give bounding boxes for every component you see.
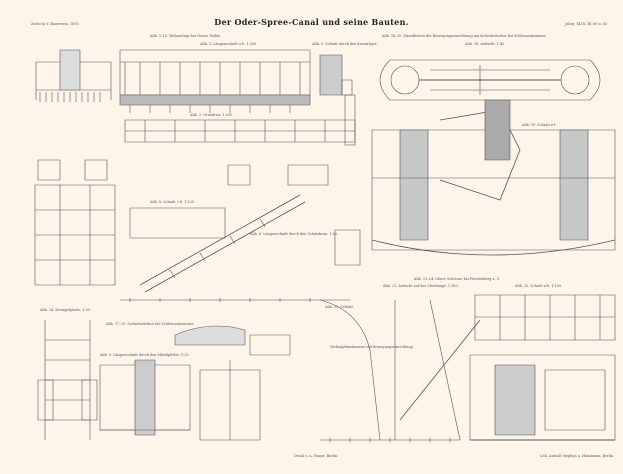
lock-plan-drawing xyxy=(470,295,615,440)
journal-reference: Zeitschr. f. Bauwesen. 1893 xyxy=(31,22,79,26)
caption-lock-plan: Abb. 21. Aufsicht auf das Oberhaupt. 1:1… xyxy=(383,284,459,288)
crane-girder-section-drawing xyxy=(320,55,352,95)
lock-head-drawing xyxy=(320,300,480,442)
caption-crane: Abb. 6. Längenschnitt durch den Schützkr… xyxy=(250,232,339,236)
middle-pier-section-drawing xyxy=(100,360,190,435)
plate-title: Der Oder-Spree-Canal und seine Bauten. xyxy=(214,17,409,27)
caption-gate-detail: Abb. 18–20. Einzelheiten der Bewegungsei… xyxy=(382,34,547,38)
weir-cross-section-drawing xyxy=(36,50,111,102)
detail-drawings xyxy=(228,95,360,265)
gate-movement-plan-drawing xyxy=(380,60,600,100)
caption-fig17: Abb. 17–20. Sicherheitsthor bei Schleuse… xyxy=(106,322,194,326)
plate-number: Jahrg. XLIII. Bl. 60 u. 61 xyxy=(565,22,608,26)
caption-fig9: Abb. 9. Längenschnitt durch den Mittelpf… xyxy=(100,353,190,357)
caption-weir: Abb. 1–16. Wehranlage bei Neuer Trakle. xyxy=(150,34,222,38)
footer-printer: Druck v. A. Haase, Berlin. xyxy=(294,454,339,458)
caption-fig8: Abb. 8. Schnitt c-d. 1:200. xyxy=(150,200,195,204)
caption-weir-plan: Abb. 2. Grundriss. 1:200. xyxy=(190,113,234,117)
gate-section-drawing xyxy=(372,100,615,255)
caption-lock: Abb. 21–24. Obere Schleuse bei Fürstenbe… xyxy=(414,277,501,281)
gate-frame-drawing xyxy=(35,160,115,285)
weir-plan-drawing xyxy=(125,120,355,142)
caption-lock-section: Abb. 22. Schnitt a-b. 1:100. xyxy=(515,284,563,288)
caption-fig23: Abb. 23. Schnitt. xyxy=(325,305,354,309)
weir-longitudinal-section-drawing xyxy=(120,50,310,113)
footer-lithographer: Lith. Anstalt Stephan u. Hansmann, Berli… xyxy=(540,454,615,458)
caption-gate-plan: Abb. 18. Aufsicht. 1:40. xyxy=(465,42,506,46)
crane-longitudinal-section-drawing xyxy=(120,195,350,302)
safety-gate-drawing xyxy=(175,326,290,440)
caption-lock-note: Vorhauptfundament und Bewegungseinrichtu… xyxy=(330,345,413,349)
caption-fig5: Abb. 5. Schnitt durch den Kranträger. xyxy=(312,42,378,46)
caption-fig19: Abb. 19. Schnitt e-f. xyxy=(522,123,557,127)
caption-weir-long: Abb. 1. Längenschnitt a-b. 1:200. xyxy=(200,42,258,46)
sill-plate-drawing xyxy=(38,320,97,440)
caption-fig14: Abb. 14. Drempelplatte. 1:50. xyxy=(40,308,92,312)
